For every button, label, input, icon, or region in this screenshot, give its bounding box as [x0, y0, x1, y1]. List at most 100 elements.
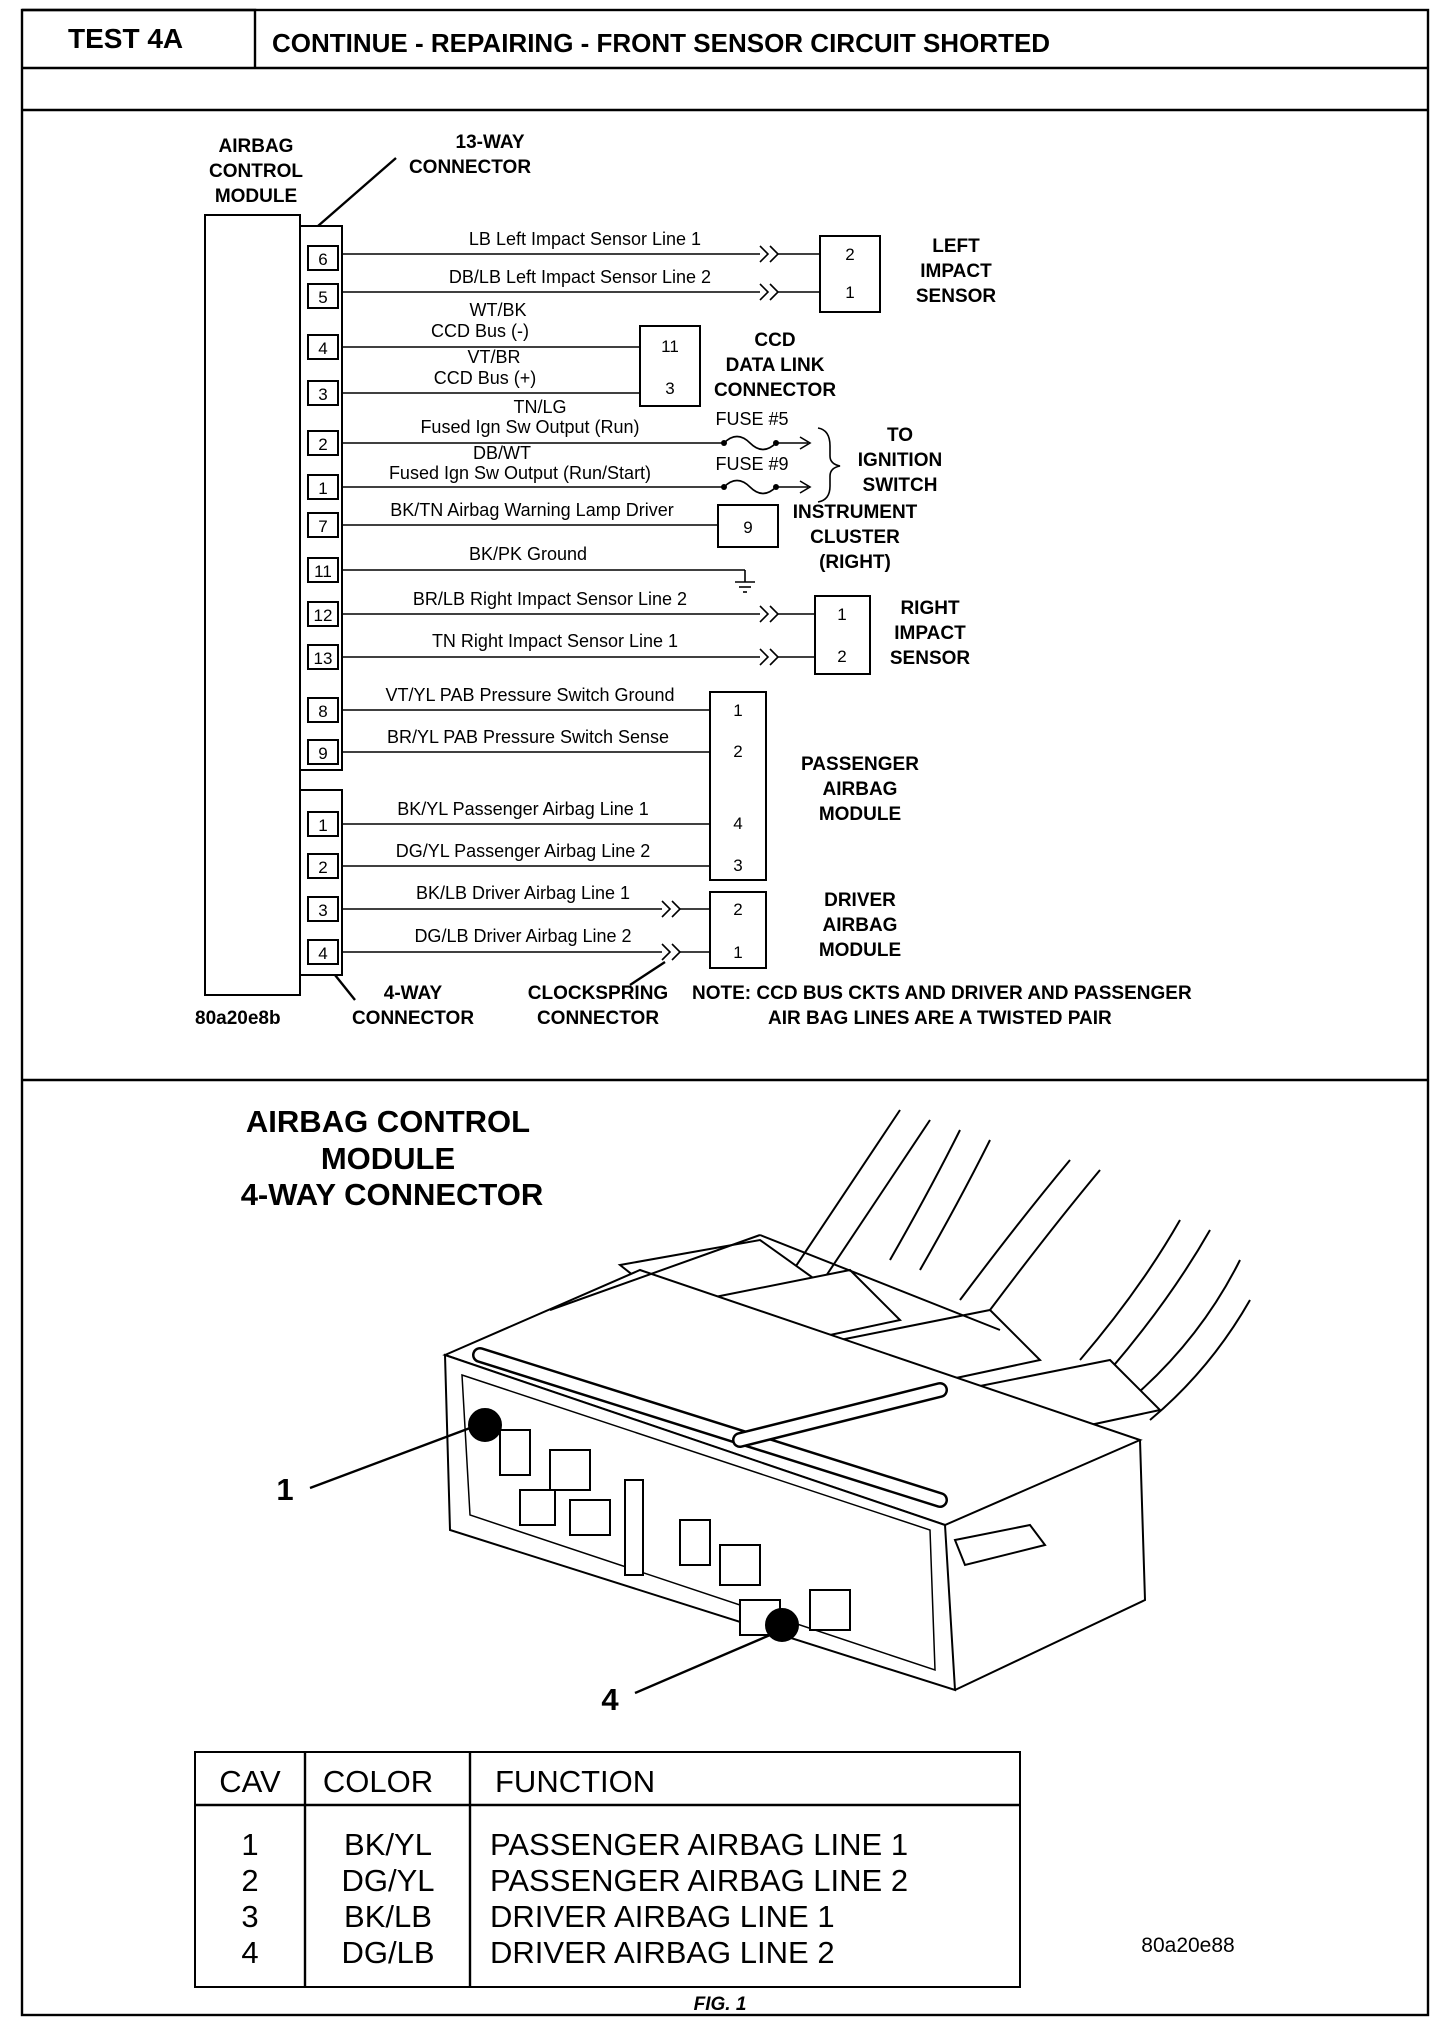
driver-label-3: MODULE [819, 940, 901, 961]
brace [817, 427, 841, 503]
right-sensor-label-3: SENSOR [890, 648, 971, 669]
module-label-2: CONTROL [209, 161, 303, 182]
pin-box [307, 811, 339, 837]
pin-label: 5 [318, 288, 327, 307]
housing-ridge [549, 1234, 1001, 1331]
pin-label: 9 [743, 518, 752, 537]
terminal-cavity [719, 1544, 761, 1586]
clockspring-label-2: CONNECTOR [537, 1008, 659, 1029]
fuse-9-label: FUSE #9 [715, 454, 788, 474]
inline-connector-symbol [759, 605, 780, 623]
cavity-table: CAV COLOR FUNCTION 1 BK/YL PASSENGER AIR… [194, 1751, 1021, 1988]
right-sensor-label-2: IMPACT [894, 623, 966, 644]
wire-strand [1079, 1219, 1181, 1361]
driver-label-2: AIRBAG [823, 915, 898, 936]
table-row: 4 DG/LB DRIVER AIRBAG LINE 2 [241, 1935, 834, 1970]
wire-color-label: WT/BK [470, 300, 527, 320]
pin-label: 1 [733, 701, 742, 720]
passenger-label-2: AIRBAG [823, 779, 898, 800]
wire-label: BK/YL Passenger Airbag Line 1 [397, 799, 649, 819]
right-sensor-label-1: RIGHT [900, 598, 960, 619]
latch-rail-fill [474, 1349, 946, 1506]
wire-label: DG/YL Passenger Airbag Line 2 [396, 841, 651, 861]
pin-box [307, 283, 339, 309]
page-border [20, 8, 1430, 2017]
passenger-label-1: PASSENGER [801, 754, 919, 775]
wire-strand [1149, 1299, 1251, 1421]
ccd-label-3: CONNECTOR [714, 380, 836, 401]
clockspring-leader [629, 960, 666, 987]
pin-label: 4 [318, 339, 327, 358]
wire-strand [919, 1139, 991, 1271]
col-header-function: FUNCTION [495, 1764, 655, 1799]
wire-label: BK/PK Ground [469, 544, 587, 564]
pin-label: 3 [318, 385, 327, 404]
arrow [799, 436, 812, 450]
pin-label: 2 [837, 647, 846, 666]
figure-caption: FIG. 1 [694, 1994, 747, 2015]
pin-label: 12 [314, 606, 333, 625]
pin-box [307, 939, 339, 965]
schematic-ref-code: 80a20e8b [195, 1008, 281, 1029]
circuit-warning-lamp: BK/TN Airbag Warning Lamp Driver 9 INSTR… [342, 500, 918, 573]
pin-label: 1 [845, 283, 854, 302]
ccd-label-2: DATA LINK [726, 355, 825, 376]
note-line-1: NOTE: CCD BUS CKTS AND DRIVER AND PASSEN… [692, 983, 1192, 1004]
callout-1-leader [309, 1426, 471, 1490]
table-row: 1 BK/YL PASSENGER AIRBAG LINE 1 [241, 1827, 908, 1862]
fuse-9-symbol [723, 479, 777, 495]
passenger-label-3: MODULE [819, 804, 901, 825]
cluster-connector [717, 504, 779, 548]
wire-strand [889, 1129, 961, 1261]
module-label-3: MODULE [215, 186, 297, 207]
wire-label: BR/YL PAB Pressure Switch Sense [387, 727, 669, 747]
cavity-4-marker [765, 1608, 799, 1642]
right-sensor-connector [814, 595, 871, 675]
pin-label: 2 [733, 742, 742, 761]
connector-13-label-2: CONNECTOR [409, 157, 531, 178]
ignition-label-3: SWITCH [863, 475, 938, 496]
cluster-label-3: (RIGHT) [819, 552, 891, 573]
cell-color: DG/YL [341, 1863, 434, 1898]
circuit-passenger-airbag: VT/YL PAB Pressure Switch Ground BR/YL P… [342, 685, 919, 881]
wire-label: Fused Ign Sw Output (Run) [420, 417, 639, 437]
wire-color-label: TN/LG [513, 397, 566, 417]
pin-label: 11 [314, 562, 332, 581]
figure-ref-code: 80a20e88 [1141, 1934, 1234, 1957]
fuse-5-symbol [723, 435, 777, 451]
fuse-5-label: FUSE #5 [715, 409, 788, 429]
pin-label: 8 [318, 702, 327, 721]
front-face-inset [461, 1373, 936, 1672]
circuit-ccd-bus: WT/BK CCD Bus (-) VT/BR CCD Bus (+) 11 3… [342, 300, 836, 407]
wire-label: BK/TN Airbag Warning Lamp Driver [390, 500, 673, 520]
left-sensor-connector [819, 235, 881, 313]
inline-connector-symbol [759, 245, 780, 263]
cell-function: PASSENGER AIRBAG LINE 2 [490, 1863, 908, 1898]
pin-label: 1 [318, 816, 327, 835]
cell-cav: 1 [241, 1827, 258, 1862]
connector-illustration [442, 1109, 1251, 1692]
cell-function: DRIVER AIRBAG LINE 1 [490, 1899, 835, 1934]
pin-box [307, 334, 339, 360]
ccd-label-1: CCD [754, 330, 795, 351]
circuit-driver-airbag: BK/LB Driver Airbag Line 1 DG/LB Driver … [342, 883, 901, 969]
pin-label: 4 [318, 944, 327, 963]
clockspring-label-1: CLOCKSPRING [528, 983, 668, 1004]
circuit-left-impact-sensor: LB Left Impact Sensor Line 1 DB/LB Left … [342, 229, 996, 313]
cell-color: BK/YL [344, 1827, 432, 1862]
cell-function: PASSENGER AIRBAG LINE 1 [490, 1827, 908, 1862]
pin-box [307, 644, 339, 670]
connector-13-leader [317, 157, 397, 227]
cell-color: DG/LB [341, 1935, 434, 1970]
left-sensor-label-1: LEFT [932, 236, 980, 257]
clockspring-symbol [661, 943, 682, 961]
pin-box [307, 380, 339, 406]
terminal-cavity [569, 1499, 611, 1536]
pin-box [307, 474, 339, 500]
page-title: CONTINUE - REPAIRING - FRONT SENSOR CIRC… [272, 28, 1050, 58]
circuit-right-impact-sensor: BR/LB Right Impact Sensor Line 2 TN Righ… [342, 589, 971, 675]
wire-strand [809, 1119, 931, 1301]
wire-strand [779, 1109, 901, 1291]
col-header-color: COLOR [323, 1764, 433, 1799]
